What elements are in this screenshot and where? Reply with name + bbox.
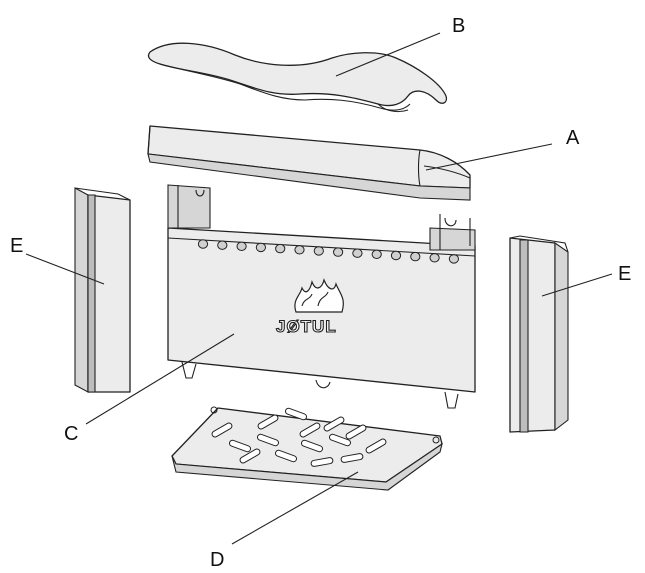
grate-slot	[256, 433, 280, 447]
jotul-logo: JØTUL	[275, 278, 344, 337]
part-d-grate	[171, 406, 443, 491]
grate-slot	[228, 439, 252, 453]
grate-slot	[300, 439, 324, 453]
leader-c	[85, 333, 235, 425]
label-e-right: E	[618, 263, 631, 285]
grate-slot	[328, 433, 352, 447]
vent-hole	[255, 242, 266, 253]
part-e-left-brick	[74, 187, 131, 393]
grate-slot	[284, 407, 308, 421]
part-e-right-brick	[509, 235, 569, 433]
vent-hole	[275, 243, 286, 254]
logo-text: JØTUL	[276, 317, 337, 336]
leader-e-right	[541, 273, 613, 297]
grate-slot	[257, 414, 279, 430]
leader-d	[231, 471, 359, 545]
leader-e-left	[25, 253, 105, 285]
vent-hole	[294, 245, 305, 255]
vent-hole	[371, 249, 382, 260]
vent-hole	[352, 248, 363, 258]
grate-slot	[239, 448, 261, 464]
grate-slot	[211, 422, 233, 438]
label-b: B	[452, 15, 465, 37]
vent-hole	[429, 253, 440, 263]
leader-lines	[25, 32, 613, 545]
vent-hole	[448, 254, 459, 264]
part-c-back-plate: JØTUL	[167, 184, 476, 409]
vent-hole	[410, 251, 421, 262]
label-d: D	[210, 549, 224, 571]
grate-slots	[211, 407, 387, 467]
vent-hole	[236, 241, 247, 252]
part-a-bar	[147, 125, 471, 201]
label-c: C	[64, 423, 78, 445]
vent-hole	[333, 247, 344, 257]
part-b-baffle	[147, 42, 448, 113]
grate-slot	[274, 449, 298, 463]
vent-hole	[197, 239, 209, 249]
vent-hole-row	[197, 239, 459, 264]
label-e-left: E	[10, 235, 23, 257]
grate-slot	[365, 438, 387, 454]
vent-hole	[390, 250, 402, 261]
grate-slot	[323, 416, 345, 432]
label-a: A	[566, 127, 580, 149]
grate-slot	[345, 424, 367, 440]
grate-slot	[310, 457, 334, 467]
grate-slot	[340, 453, 364, 463]
leader-a	[425, 143, 553, 171]
vent-hole	[313, 246, 324, 256]
grate-slot	[299, 422, 321, 438]
vent-hole	[217, 240, 228, 250]
leader-b	[335, 32, 441, 77]
